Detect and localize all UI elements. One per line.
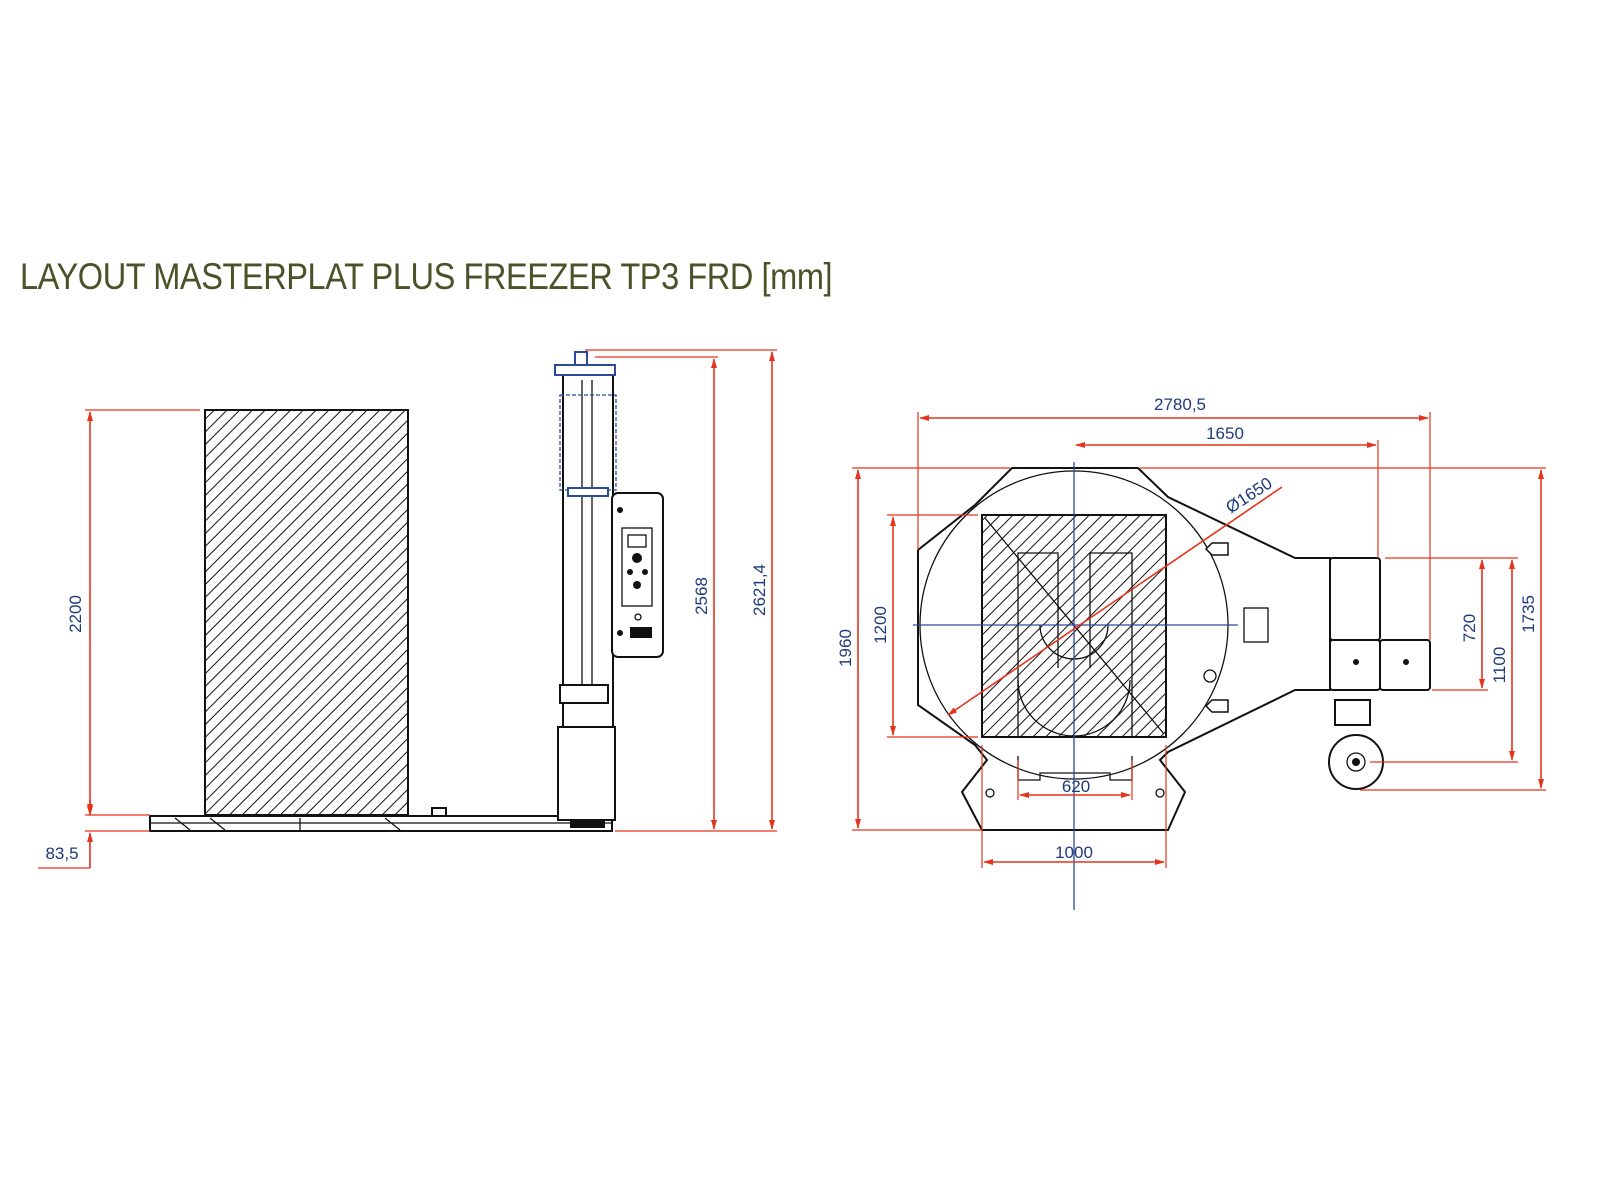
machine-base-side [149,807,613,832]
dim-machine-height: 2568 [692,577,711,615]
dim-base-height: 83,5 [45,844,78,863]
side-view: 2200 83,5 2568 2621,4 [38,349,777,869]
wheel [1328,734,1384,790]
dim-pallet-height: 2200 [66,595,85,633]
dim-to-wheel: 1100 [1490,647,1509,684]
dim-overall-depth: 1960 [836,629,855,667]
dim-fork-gap: 620 [1062,777,1090,796]
top-view: 2780,5 1650 Ø1650 620 1000 1960 1200 720… [836,395,1546,910]
dim-pallet-depth: 1200 [871,606,890,644]
dim-overall-width: 2780,5 [1154,395,1206,414]
dim-pallet-width: 1000 [1055,843,1093,862]
film-carriage [559,394,617,491]
pallet-load-side [204,409,409,816]
motor-unit [1329,557,1431,726]
dim-turntable-diameter: Ø1650 [1222,474,1275,518]
dim-total-right-depth: 1735 [1519,595,1538,633]
dim-motor-depth: 720 [1460,614,1479,642]
dim-center-to-motor: 1650 [1206,424,1244,443]
dim-overall-height: 2621,4 [750,564,769,616]
mast-column [554,351,617,828]
control-panel [611,492,664,658]
drawing-title: LAYOUT MASTERPLAT PLUS FREEZER TP3 FRD [… [20,256,833,297]
